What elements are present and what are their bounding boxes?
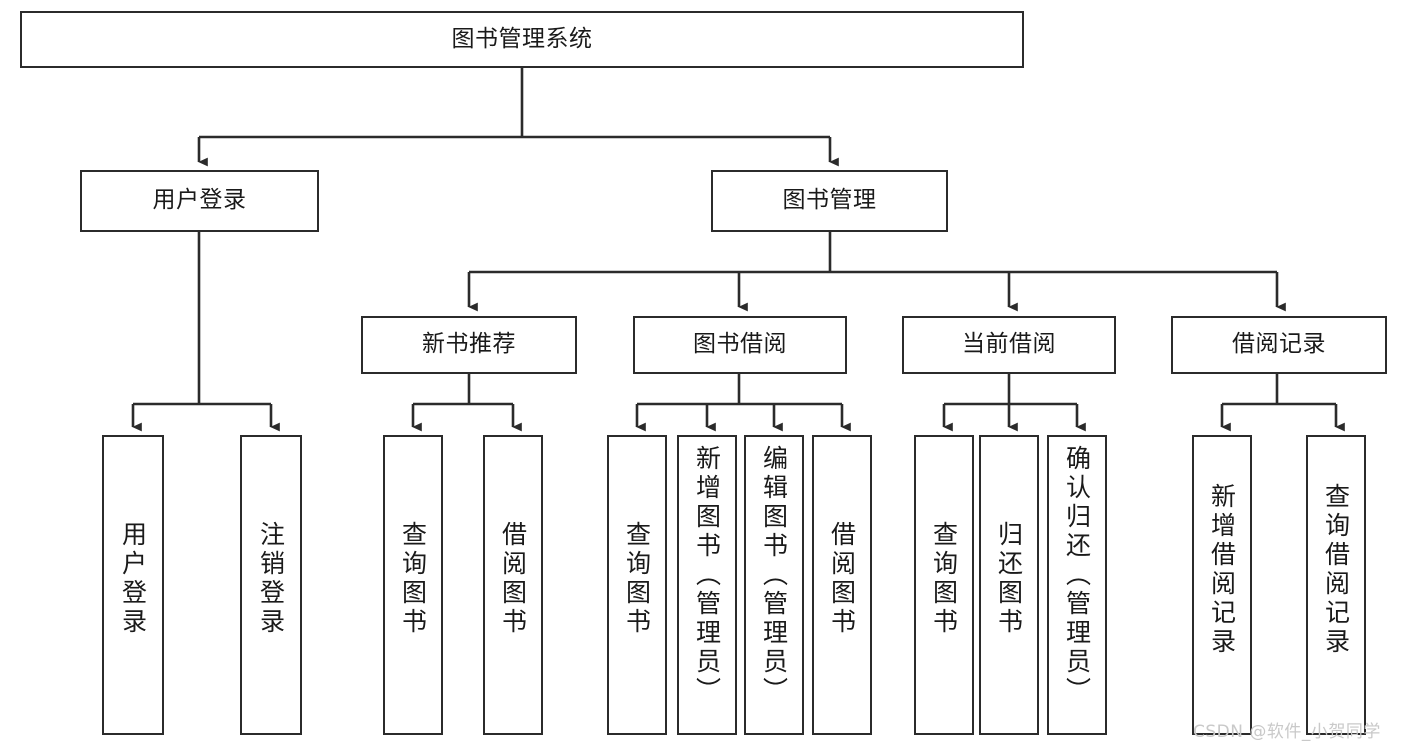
node-leaf-edit-book[interactable]: 编辑图书（管理员） xyxy=(744,435,804,735)
node-leaf-user-login-label: 用户登录 xyxy=(118,521,148,637)
node-current-borrow[interactable]: 当前借阅 xyxy=(902,316,1116,374)
node-book-manage[interactable]: 图书管理 xyxy=(711,170,948,232)
node-leaf-query-book-1-label: 查询图书 xyxy=(398,521,428,637)
node-leaf-query-book-3-label: 查询图书 xyxy=(929,521,959,637)
node-leaf-query-book-2-label: 查询图书 xyxy=(622,521,652,637)
node-leaf-add-record-label: 新增借阅记录 xyxy=(1207,483,1237,657)
node-leaf-add-book[interactable]: 新增图书（管理员） xyxy=(677,435,737,735)
node-leaf-return-book-label: 归还图书 xyxy=(994,521,1024,637)
node-book-borrow[interactable]: 图书借阅 xyxy=(633,316,847,374)
node-leaf-borrow-book-1[interactable]: 借阅图书 xyxy=(483,435,543,735)
node-root-label: 图书管理系统 xyxy=(451,25,593,52)
node-leaf-query-book-2[interactable]: 查询图书 xyxy=(607,435,667,735)
node-leaf-borrow-book-2-label: 借阅图书 xyxy=(827,521,857,637)
node-leaf-borrow-book-2[interactable]: 借阅图书 xyxy=(812,435,872,735)
node-new-book-rec-label: 新书推荐 xyxy=(422,331,516,358)
node-leaf-borrow-book-1-label: 借阅图书 xyxy=(498,521,528,637)
node-leaf-user-login[interactable]: 用户登录 xyxy=(102,435,164,735)
node-borrow-record-label: 借阅记录 xyxy=(1232,331,1326,358)
node-new-book-rec[interactable]: 新书推荐 xyxy=(361,316,577,374)
node-leaf-confirm-return[interactable]: 确认归还（管理员） xyxy=(1047,435,1107,735)
node-leaf-query-record-label: 查询借阅记录 xyxy=(1321,483,1351,657)
node-leaf-logout[interactable]: 注销登录 xyxy=(240,435,302,735)
node-leaf-add-book-label: 新增图书（管理员） xyxy=(692,445,722,706)
node-leaf-query-record[interactable]: 查询借阅记录 xyxy=(1306,435,1366,735)
node-user-login-label: 用户登录 xyxy=(152,187,247,214)
node-leaf-return-book[interactable]: 归还图书 xyxy=(979,435,1039,735)
node-leaf-confirm-return-label: 确认归还（管理员） xyxy=(1062,445,1092,706)
node-leaf-add-record[interactable]: 新增借阅记录 xyxy=(1192,435,1252,735)
node-book-borrow-label: 图书借阅 xyxy=(693,331,787,358)
node-book-manage-label: 图书管理 xyxy=(782,187,877,214)
node-current-borrow-label: 当前借阅 xyxy=(962,331,1056,358)
node-leaf-query-book-3[interactable]: 查询图书 xyxy=(914,435,974,735)
node-leaf-query-book-1[interactable]: 查询图书 xyxy=(383,435,443,735)
node-leaf-logout-label: 注销登录 xyxy=(256,521,286,637)
node-borrow-record[interactable]: 借阅记录 xyxy=(1171,316,1387,374)
node-user-login[interactable]: 用户登录 xyxy=(80,170,319,232)
node-leaf-edit-book-label: 编辑图书（管理员） xyxy=(759,445,789,706)
node-root[interactable]: 图书管理系统 xyxy=(20,11,1024,68)
